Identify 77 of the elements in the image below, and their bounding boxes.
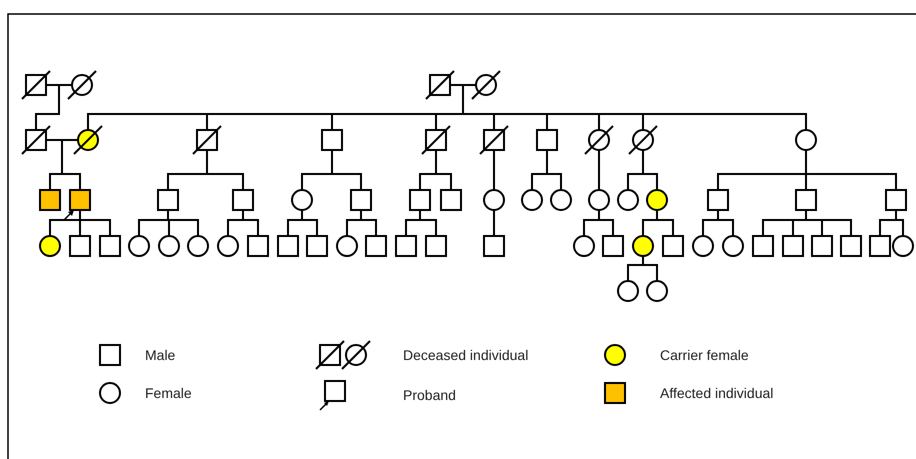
legend-label: Deceased individual — [403, 346, 528, 364]
female-circle — [617, 280, 639, 302]
legend-label: Male — [145, 346, 176, 364]
male-square — [707, 189, 729, 211]
male-square — [69, 235, 91, 257]
pedigree-line — [61, 139, 81, 190]
pedigree-line — [895, 210, 904, 236]
pedigree-line — [493, 150, 495, 190]
female-circle — [39, 235, 61, 257]
male-square — [99, 235, 121, 257]
female-circle — [73, 125, 103, 155]
female-circle — [336, 235, 358, 257]
male-square — [350, 189, 372, 211]
male-square — [869, 235, 891, 257]
female-circle — [646, 280, 668, 302]
male-square — [440, 189, 462, 211]
male-square — [69, 189, 91, 211]
male-square — [395, 235, 417, 257]
male-square — [662, 235, 684, 257]
pedigree-line — [46, 84, 72, 86]
female-circle — [632, 235, 654, 257]
legend-label: Female — [145, 384, 192, 402]
female-circle — [628, 125, 658, 155]
pedigree-line — [642, 256, 658, 281]
pedigree-line — [450, 84, 476, 86]
female-circle — [646, 189, 668, 211]
female-circle — [483, 189, 505, 211]
pedigree-line — [419, 210, 437, 236]
male-square — [811, 235, 833, 257]
pedigree-line — [598, 150, 600, 190]
female-circle — [573, 235, 595, 257]
male-square — [232, 189, 254, 211]
female-circle — [550, 189, 572, 211]
male-square — [306, 235, 328, 257]
male-square — [840, 235, 862, 257]
pedigree-line — [642, 150, 658, 190]
male-square — [752, 235, 774, 257]
male-square — [365, 235, 387, 257]
pedigree-line — [435, 150, 452, 190]
male-square — [39, 189, 61, 211]
female-circle — [617, 189, 639, 211]
female-circle — [471, 70, 501, 100]
pedigree-line — [546, 150, 562, 190]
female-circle — [588, 189, 610, 211]
male-square — [409, 189, 431, 211]
female-circle — [67, 70, 97, 100]
male-square — [782, 235, 804, 257]
female-circle — [795, 129, 817, 151]
female-circle — [291, 189, 313, 211]
male-square — [247, 235, 269, 257]
male-square — [536, 129, 558, 151]
male-square — [483, 235, 505, 257]
legend-label: Affected individual — [660, 384, 774, 402]
female-circle — [187, 235, 209, 257]
male-square — [425, 235, 447, 257]
male-square — [795, 189, 817, 211]
female-circle — [128, 235, 150, 257]
female-circle — [692, 235, 714, 257]
pedigree-line — [805, 150, 897, 190]
female-circle — [722, 235, 744, 257]
pedigree-line — [493, 210, 495, 236]
legend-label: Proband — [403, 386, 456, 404]
male-square — [321, 129, 343, 151]
pedigree-line — [331, 150, 362, 190]
pedigree-line — [46, 139, 78, 141]
male-square — [277, 235, 299, 257]
pedigree-line — [206, 150, 244, 190]
pedigree-line — [656, 210, 674, 236]
female-circle — [521, 189, 543, 211]
female-circle — [892, 235, 914, 257]
male-square — [885, 189, 907, 211]
female-circle — [217, 235, 239, 257]
legend-label: Carrier female — [660, 346, 749, 364]
female-circle — [158, 235, 180, 257]
female-circle — [584, 125, 614, 155]
male-square — [602, 235, 624, 257]
male-square — [157, 189, 179, 211]
